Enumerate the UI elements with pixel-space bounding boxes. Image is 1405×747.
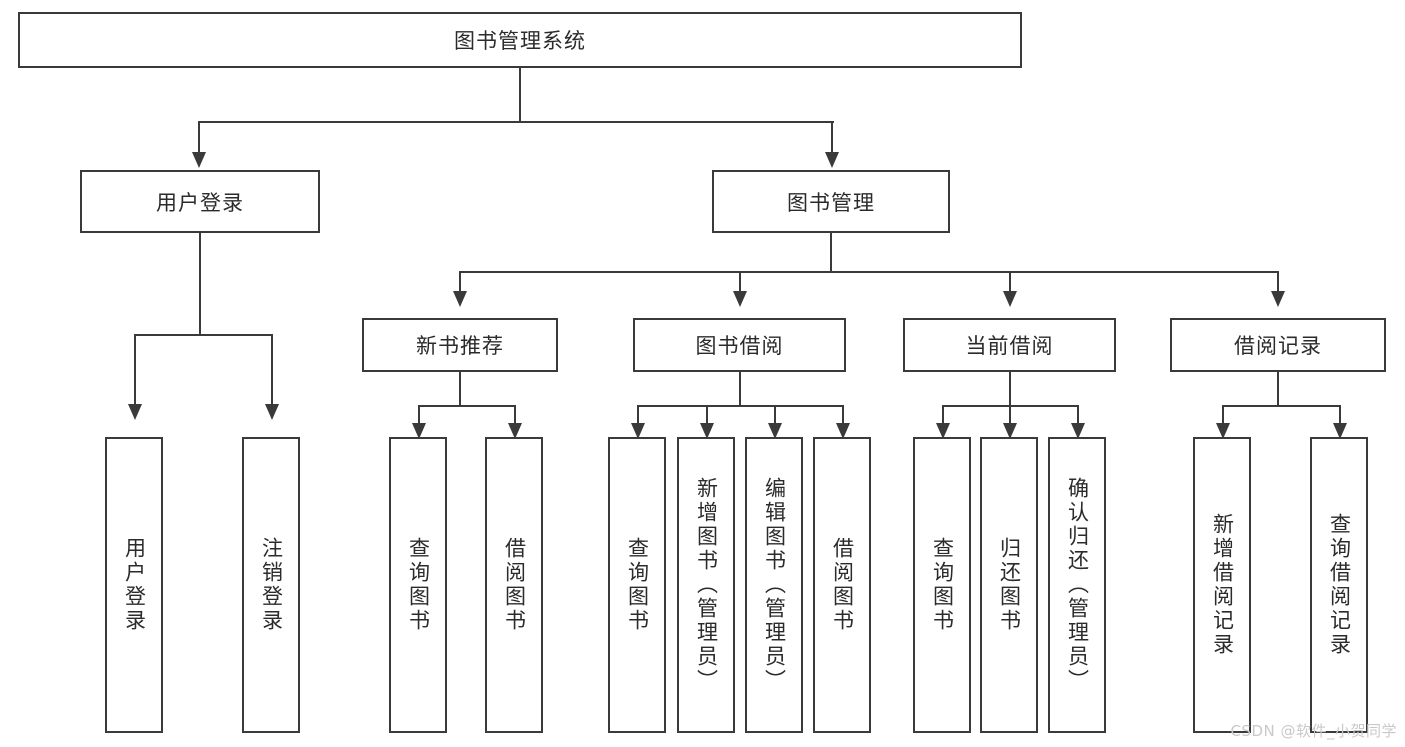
edge-bm-to-borrow-record (1277, 271, 1279, 293)
node-new-book-recommend[interactable]: 新书推荐 (362, 318, 558, 372)
node-user-login[interactable]: 用户登录 (80, 170, 320, 233)
node-root-book-management-system[interactable]: 图书管理系统 (18, 12, 1022, 68)
arrowhead-cb-to-leaf-3 (1071, 423, 1085, 439)
edge-user-login-to-leaf-1 (134, 334, 136, 406)
arrowhead-bb-to-leaf-2 (700, 423, 714, 439)
edge-cb-to-leaf-3 (1077, 405, 1079, 425)
edge-cb-to-leaf-2 (1009, 405, 1011, 425)
arrowhead-bm-to-borrow-record (1271, 291, 1285, 307)
node-book-management[interactable]: 图书管理 (712, 170, 950, 233)
arrowhead-bm-to-book-borrow (733, 291, 747, 307)
edge-book-borrow-stem (739, 372, 741, 406)
arrowhead-bm-to-new-book (453, 291, 467, 307)
arrowhead-bb-to-leaf-4 (836, 423, 850, 439)
leaf-new-book-borrow[interactable]: 借阅图书 (485, 437, 543, 733)
node-label: 借阅记录 (1234, 334, 1322, 358)
edge-br-to-leaf-2 (1339, 405, 1341, 425)
node-label: 图书借阅 (695, 334, 784, 358)
edge-cb-to-leaf-1 (942, 405, 944, 425)
edge-user-login-stem (199, 233, 201, 335)
edge-root-to-user-login (198, 121, 200, 154)
edge-bb-to-leaf-4 (842, 405, 844, 425)
node-borrow-record[interactable]: 借阅记录 (1170, 318, 1386, 372)
arrowhead-user-login-to-leaf-2 (265, 404, 279, 420)
edge-root-to-book-management (831, 121, 833, 154)
leaf-book-borrow-borrow[interactable]: 借阅图书 (813, 437, 871, 733)
edge-bm-to-current-borrow (1009, 271, 1011, 293)
arrowhead-user-login-to-leaf-1 (128, 404, 142, 420)
leaf-current-borrow-return[interactable]: 归还图书 (980, 437, 1038, 733)
arrowhead-new-book-to-leaf-1 (412, 423, 426, 439)
arrowhead-root-to-user-login (192, 152, 206, 168)
leaf-borrow-record-add[interactable]: 新增借阅记录 (1193, 437, 1251, 733)
edge-br-to-leaf-1 (1222, 405, 1224, 425)
edge-bm-to-book-borrow (739, 271, 741, 293)
edge-user-login-bus (134, 334, 273, 336)
edge-new-book-bus (418, 405, 515, 407)
node-book-borrow[interactable]: 图书借阅 (633, 318, 846, 372)
edge-bb-to-leaf-2 (706, 405, 708, 425)
leaf-current-borrow-query[interactable]: 查询图书 (913, 437, 971, 733)
arrowhead-br-to-leaf-2 (1333, 423, 1347, 439)
edge-new-book-to-leaf-1 (418, 405, 420, 425)
edge-root-stem (519, 68, 521, 122)
node-label: 新书推荐 (416, 334, 504, 358)
edge-borrow-record-bus (1222, 405, 1340, 407)
leaf-new-book-query[interactable]: 查询图书 (389, 437, 447, 733)
arrowhead-bm-to-current-borrow (1003, 291, 1017, 307)
watermark-csdn: CSDN @软件_小贺同学 (1230, 722, 1397, 740)
node-label: 当前借阅 (965, 334, 1054, 358)
leaf-borrow-record-query[interactable]: 查询借阅记录 (1310, 437, 1368, 733)
node-current-borrow[interactable]: 当前借阅 (903, 318, 1116, 372)
arrowhead-br-to-leaf-1 (1216, 423, 1230, 439)
arrowhead-root-to-book-management (825, 152, 839, 168)
edge-bb-to-leaf-3 (774, 405, 776, 425)
leaf-user-login-login[interactable]: 用户登录 (105, 437, 163, 733)
edge-book-management-bus (459, 271, 1278, 273)
node-label: 用户登录 (156, 190, 244, 215)
leaf-user-login-logout[interactable]: 注销登录 (242, 437, 300, 733)
node-label: 图书管理系统 (454, 29, 586, 53)
arrowhead-bb-to-leaf-3 (768, 423, 782, 439)
leaf-book-borrow-edit-admin[interactable]: 编辑图书（管理员） (745, 437, 803, 733)
edge-new-book-to-leaf-2 (514, 405, 516, 425)
leaf-book-borrow-add-admin[interactable]: 新增图书（管理员） (677, 437, 735, 733)
node-label: 图书管理 (787, 190, 875, 215)
leaf-current-borrow-confirm-admin[interactable]: 确认归还（管理员） (1048, 437, 1106, 733)
edge-bm-to-new-book (459, 271, 461, 293)
arrowhead-cb-to-leaf-1 (936, 423, 950, 439)
edge-new-book-stem (459, 372, 461, 406)
edge-book-management-stem (830, 233, 832, 272)
edge-current-borrow-stem (1009, 372, 1011, 406)
arrowhead-cb-to-leaf-2 (1003, 423, 1017, 439)
edge-user-login-to-leaf-2 (271, 334, 273, 406)
edge-bb-to-leaf-1 (637, 405, 639, 425)
edge-root-bus (198, 121, 834, 123)
leaf-book-borrow-query[interactable]: 查询图书 (608, 437, 666, 733)
edge-book-borrow-bus (637, 405, 843, 407)
edge-borrow-record-stem (1277, 372, 1279, 406)
arrowhead-bb-to-leaf-1 (631, 423, 645, 439)
arrowhead-new-book-to-leaf-2 (508, 423, 522, 439)
